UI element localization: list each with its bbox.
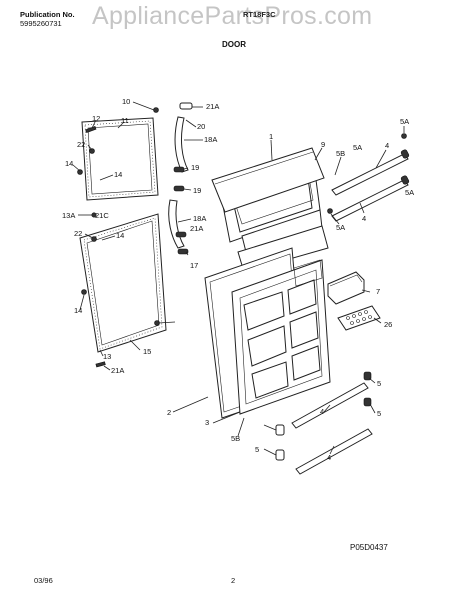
part-label-4: 4	[320, 407, 324, 416]
part-label-4: 4	[327, 453, 331, 462]
part-label-13a: 13A	[62, 211, 75, 220]
part-label-14: 14	[74, 306, 82, 315]
part-label-2: 2	[167, 408, 171, 417]
hinge-parts-center	[168, 102, 193, 255]
part-label-18a: 18A	[204, 135, 217, 144]
part-label-4: 4	[385, 141, 389, 150]
small-parts-left	[77, 107, 160, 368]
part-label-14: 14	[116, 231, 124, 240]
part-label-4: 4	[362, 214, 366, 223]
part-label-26: 26	[384, 320, 392, 329]
part-label-22: 22	[77, 140, 85, 149]
part-label-21c: 21C	[95, 211, 109, 220]
publication-label: Publication No.	[20, 10, 75, 19]
part-label-21a: 21A	[190, 224, 203, 233]
part-label-20: 20	[197, 122, 205, 131]
part-label-13: 13	[103, 352, 111, 361]
part-label-5: 5	[255, 445, 259, 454]
part-label-5: 5	[377, 379, 381, 388]
part-label-19: 19	[191, 163, 199, 172]
part-label-14: 14	[65, 159, 73, 168]
part-label-7: 7	[376, 287, 380, 296]
part-label-14: 14	[114, 170, 122, 179]
part-label-5a: 5A	[336, 223, 345, 232]
part-label-11: 11	[121, 116, 129, 125]
dairy-door-7	[327, 271, 365, 305]
shelf-bars-upper	[327, 133, 410, 222]
part-label-21a: 21A	[206, 102, 219, 111]
part-label-12: 12	[92, 114, 100, 123]
fresh-food-gasket-15	[79, 213, 167, 353]
fresh-food-door-liner-3	[231, 259, 331, 415]
watermark: AppliancePartsPros.com	[92, 2, 373, 30]
part-label-19: 19	[193, 186, 201, 195]
part-label-5b: 5B	[336, 149, 345, 158]
part-label-5a: 5A	[353, 143, 362, 152]
part-label-5: 5	[377, 409, 381, 418]
part-label-15: 15	[143, 347, 151, 356]
diagram-code: P05D0437	[350, 543, 388, 552]
footer-date: 03/96	[34, 576, 53, 585]
model-number: RT18F3C	[243, 10, 276, 19]
part-label-5a: 5A	[405, 188, 414, 197]
freezer-outer-door-1	[211, 147, 325, 213]
part-label-17: 17	[190, 261, 198, 270]
egg-tray-26	[337, 305, 381, 331]
part-label-21a: 21A	[111, 366, 124, 375]
part-label-22: 22	[74, 229, 82, 238]
part-label-5a: 5A	[400, 117, 409, 126]
part-label-1: 1	[269, 132, 273, 141]
part-label-18a: 18A	[193, 214, 206, 223]
leader-lines	[72, 101, 405, 456]
part-labels: 10 12 11 22 14 14 13A 21C 22 14 14 13 15…	[62, 97, 414, 462]
part-label-9: 9	[321, 140, 325, 149]
part-label-10: 10	[122, 97, 130, 106]
publication-number: 5995260731	[20, 19, 62, 28]
page-number: 2	[231, 576, 236, 585]
section-title: DOOR	[222, 40, 246, 49]
part-label-5b: 5B	[231, 434, 240, 443]
part-label-3: 3	[205, 418, 209, 427]
